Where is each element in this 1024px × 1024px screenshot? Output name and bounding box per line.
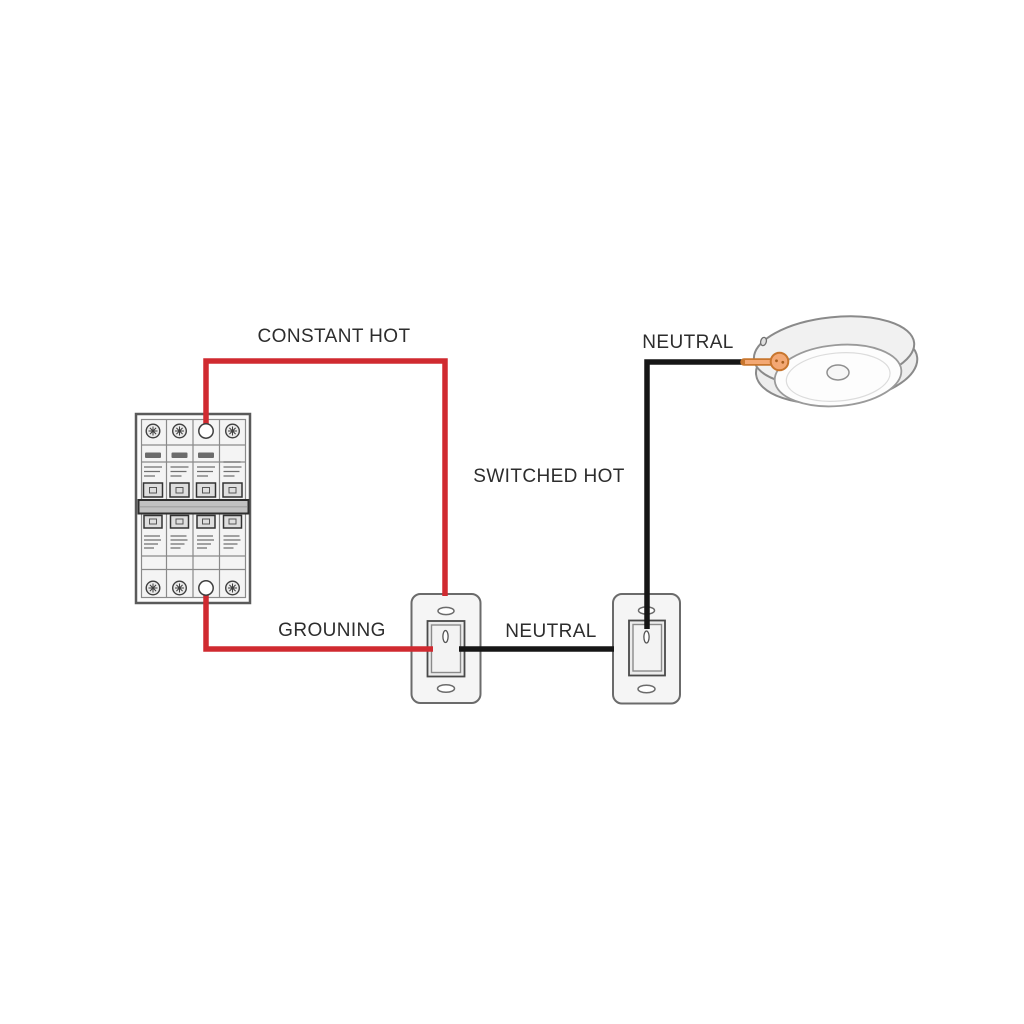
grounding-wire — [203, 595, 433, 652]
panel-terminal-bottom — [198, 580, 214, 596]
screw-icon — [145, 580, 240, 596]
grounding-label: GROUNING — [278, 620, 386, 641]
constant-hot-label: CONSTANT HOT — [257, 326, 411, 347]
light-diffuser-contour — [785, 352, 891, 402]
light-center-button — [826, 364, 850, 381]
neutral-top-label: NEUTRAL — [642, 332, 734, 353]
breaker-tie-bar — [137, 499, 250, 515]
breaker-panel-icon — [134, 412, 252, 605]
breaker-microtext — [144, 452, 242, 549]
light-mount-hole — [759, 336, 768, 347]
rocker-indicator — [643, 630, 650, 644]
rocker-indicator — [442, 629, 449, 644]
terminal-dot — [775, 359, 778, 363]
panel-terminal-top — [198, 423, 214, 439]
panel-row-dividers — [141, 444, 246, 571]
plate-screw-slot — [436, 683, 456, 694]
breaker-handles-upper — [142, 482, 243, 498]
wall-switch-right — [612, 593, 681, 705]
switched-hot-wire — [644, 359, 744, 629]
switched-hot-label: SWITCHED HOT — [473, 466, 625, 487]
wall-switch-left — [410, 593, 482, 704]
constant-hot-wire — [203, 358, 448, 596]
breaker-handles-lower — [143, 514, 243, 529]
plate-screw-slot — [637, 684, 656, 694]
light-terminal-screw — [769, 351, 790, 372]
screw-icon — [145, 423, 240, 439]
terminal-dot — [781, 360, 785, 364]
plate-screw-slot — [437, 606, 455, 616]
light-terminal — [740, 351, 790, 372]
neutral-middle-label: NEUTRAL — [505, 621, 597, 642]
